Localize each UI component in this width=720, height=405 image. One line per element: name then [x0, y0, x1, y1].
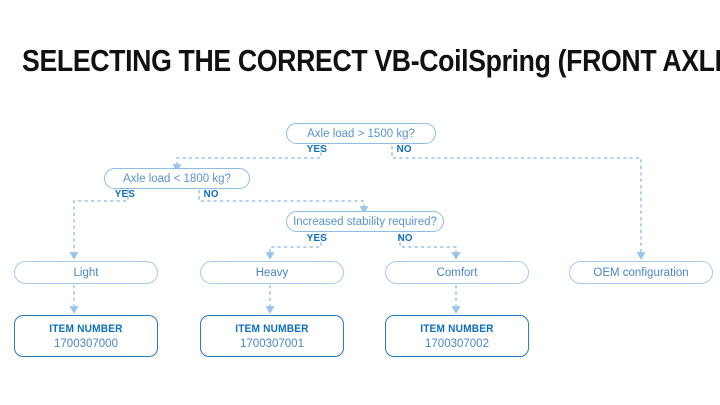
item-number-value: 1700307000 [54, 337, 118, 350]
item-number-box-light[interactable]: ITEM NUMBER 1700307000 [14, 315, 158, 357]
branch-label-d3-yes: YES [306, 232, 328, 244]
item-number-box-comfort[interactable]: ITEM NUMBER 1700307002 [385, 315, 529, 357]
outcome-node-light[interactable]: Light [14, 261, 158, 284]
item-number-value: 1700307002 [425, 337, 489, 350]
outcome-node-oem-configuration[interactable]: OEM configuration [569, 261, 713, 284]
outcome-node-comfort[interactable]: Comfort [385, 261, 529, 284]
decision-node-axle-load-1800[interactable]: Axle load < 1800 kg? [104, 168, 250, 189]
decision-node-axle-load-1500[interactable]: Axle load > 1500 kg? [286, 123, 436, 144]
item-number-heading: ITEM NUMBER [235, 322, 309, 335]
branch-label-d1-no: NO [396, 143, 412, 155]
page-title: SELECTING THE CORRECT VB-CoilSpring (FRO… [22, 43, 720, 78]
decision-node-increased-stability[interactable]: Increased stability required? [286, 211, 444, 232]
item-number-value: 1700307001 [240, 337, 304, 350]
item-number-heading: ITEM NUMBER [420, 322, 494, 335]
item-number-box-heavy[interactable]: ITEM NUMBER 1700307001 [200, 315, 344, 357]
branch-label-d3-no: NO [397, 232, 413, 244]
item-number-heading: ITEM NUMBER [49, 322, 123, 335]
branch-label-d2-no: NO [203, 188, 219, 200]
outcome-node-heavy[interactable]: Heavy [200, 261, 344, 284]
branch-label-d2-yes: YES [114, 188, 136, 200]
branch-label-d1-yes: YES [306, 143, 328, 155]
